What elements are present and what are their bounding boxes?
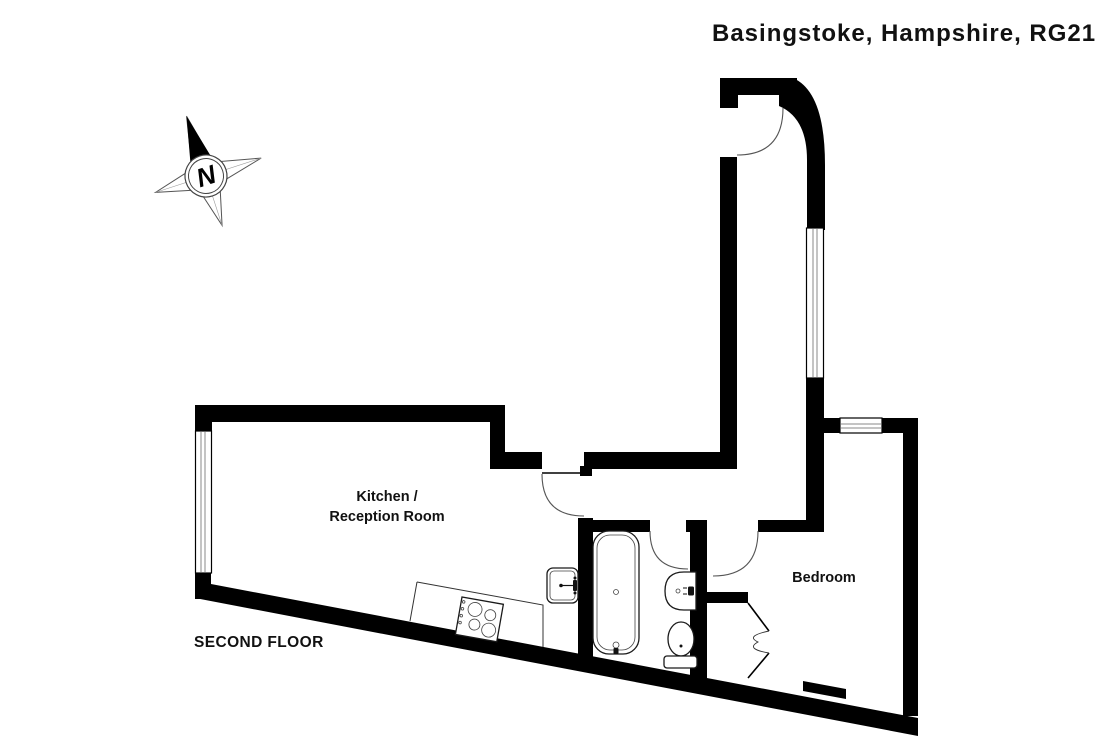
kitchen-door-arc [541,473,585,517]
room-label-kitchen: Kitchen / Reception Room [287,487,487,527]
wall-bath-bedroom [690,520,707,690]
wall-bathroom-top [585,520,650,532]
wall-bathroom-left [578,518,593,665]
room-label-kitchen-line2: Reception Room [329,509,445,525]
wash-basin [664,571,697,611]
wall-kitchen-top [195,405,505,422]
compass-north-icon: N [153,115,262,228]
bedroom-door-arc [712,530,759,577]
wall-entrance-top [720,78,797,95]
bath [592,530,640,655]
bathroom-door-arc [649,530,689,570]
wall-west-top [195,405,212,433]
doors [541,107,784,679]
wall-hall-south-right [584,452,735,469]
wall-corridor-left [720,157,737,469]
wall-closet-stub [707,592,748,603]
kitchen-counter [409,581,544,647]
entrance-door-arc [736,107,784,156]
kitchen-sink [546,567,579,604]
kitchen-window-west [194,430,213,574]
wall-kitchen-jog [490,405,505,453]
wardrobe-bifold-door [747,602,770,679]
wall-bedroom-right [903,418,918,716]
fixtures [409,530,698,669]
toilet [663,621,698,669]
walls [195,78,918,736]
room-label-kitchen-line1: Kitchen / [356,489,418,505]
wall-kitchen-door-stub [580,466,592,476]
wall-hall-bottom-stub [758,520,806,532]
hall-window-east [805,227,825,379]
wall-diagonal-south [195,584,918,736]
wall-curved-east [779,78,825,230]
bedroom-window-north [839,417,883,434]
page-title: Basingstoke, Hampshire, RG21 [712,20,1097,47]
room-label-bedroom: Bedroom [792,570,856,586]
windows [194,227,883,574]
wall-step [803,681,846,699]
wall-hall-east [806,378,824,532]
wall-entrance-lip [720,95,738,108]
wall-hall-south-left [490,452,542,469]
floor-label: SECOND FLOOR [194,634,324,651]
hob [454,596,505,643]
